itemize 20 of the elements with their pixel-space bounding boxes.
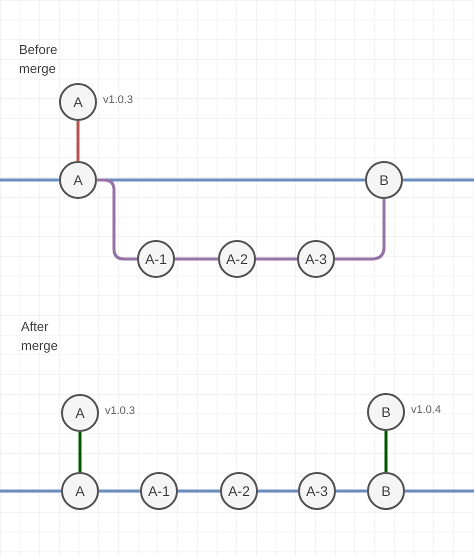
section-title: After merge <box>21 318 59 355</box>
branch-line <box>384 431 388 472</box>
branch-line <box>97 178 137 260</box>
version-tag: v1.0.3 <box>103 92 133 108</box>
branch-line <box>78 432 82 472</box>
version-tag: v1.0.3 <box>105 403 135 420</box>
branch-line <box>76 121 80 161</box>
branch-line <box>0 178 59 182</box>
branch-line <box>178 490 220 492</box>
branch-line <box>258 490 298 492</box>
branch-line <box>175 258 218 260</box>
branch-line <box>335 199 386 260</box>
section-title: Before merge <box>19 41 58 78</box>
branch-line <box>336 490 367 492</box>
branch-line <box>405 490 474 492</box>
branch-line <box>403 178 474 182</box>
branch-line <box>99 490 140 492</box>
branch-line <box>0 490 61 492</box>
version-tag: v1.0.4 <box>411 402 441 418</box>
branch-line <box>256 258 297 260</box>
